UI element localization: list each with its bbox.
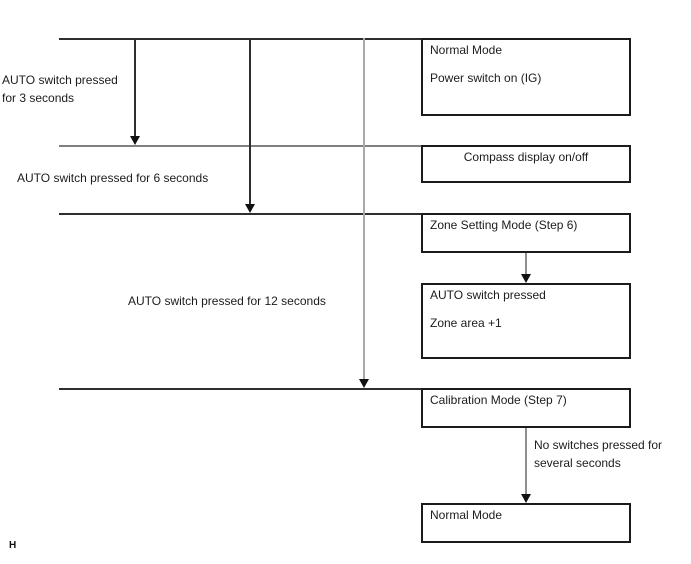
box-line: Compass display on/off — [463, 150, 589, 164]
label-no-switches: No switches pressed for several seconds — [534, 438, 663, 470]
box-line: Normal Mode — [430, 508, 503, 522]
box-zone-setting-mode: Zone Setting Mode (Step 6) — [421, 213, 631, 253]
connector-zone-head-icon — [521, 274, 531, 283]
box-compass-display: Compass display on/off — [421, 145, 631, 183]
branch-line-6s — [59, 145, 421, 147]
arrow-3s-head-icon — [130, 136, 140, 145]
box-calibration-mode: Calibration Mode (Step 7) — [421, 388, 631, 428]
box-normal-mode-top: Normal Mode Power switch on (IG) — [421, 38, 631, 116]
connector-calibration-head-icon — [521, 494, 531, 503]
branch-line-calibration — [59, 388, 421, 390]
arrow-12s-shaft — [363, 38, 365, 380]
box-line: Power switch on (IG) — [430, 71, 542, 85]
box-line: AUTO switch pressed — [430, 288, 546, 302]
arrow-12s-head-icon — [359, 379, 369, 388]
box-line: Normal Mode — [430, 43, 503, 57]
arrow-6s-head-icon — [245, 204, 255, 213]
box-line: Zone Setting Mode (Step 6) — [430, 218, 578, 232]
box-line: Calibration Mode (Step 7) — [430, 393, 567, 407]
arrow-3s-shaft — [134, 38, 136, 138]
box-line: Zone area +1 — [430, 316, 502, 330]
connector-calibration-shaft — [525, 428, 527, 495]
connector-zone-shaft — [525, 253, 527, 275]
arrow-6s-shaft — [249, 38, 251, 206]
box-normal-mode-bottom: Normal Mode — [421, 503, 631, 543]
label-auto-3s: AUTO switch pressed for 3 seconds — [2, 73, 118, 105]
footer-mark: H — [9, 540, 17, 551]
box-auto-switch-pressed: AUTO switch pressed Zone area +1 — [421, 283, 631, 359]
branch-line-top — [59, 38, 421, 40]
label-auto-12s: AUTO switch pressed for 12 seconds — [128, 294, 326, 308]
branch-line-12s — [59, 213, 421, 215]
label-auto-6s: AUTO switch pressed for 6 seconds — [17, 171, 209, 185]
